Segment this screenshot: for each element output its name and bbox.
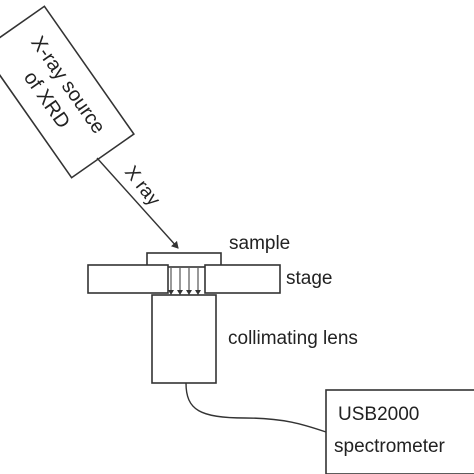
xray-beam-label: X ray bbox=[120, 162, 164, 210]
spectrometer-label-line2: spectrometer bbox=[334, 436, 446, 457]
spectrometer-box bbox=[325, 389, 474, 474]
collimating-lens-body bbox=[151, 294, 217, 384]
spectrometer-label-line1: USB2000 bbox=[338, 404, 419, 425]
stage-left bbox=[87, 264, 169, 294]
optical-fiber bbox=[185, 382, 327, 433]
collimating-lens-label: collimating lens bbox=[228, 328, 358, 349]
xray-beam-arrow bbox=[96, 157, 179, 249]
stage-label: stage bbox=[286, 268, 332, 289]
sample-plate bbox=[146, 252, 222, 268]
xray-source-box bbox=[0, 5, 135, 179]
sample-label: sample bbox=[229, 233, 290, 254]
xray-source: X-ray source of XRD bbox=[0, 5, 135, 179]
stage-right bbox=[204, 264, 281, 294]
